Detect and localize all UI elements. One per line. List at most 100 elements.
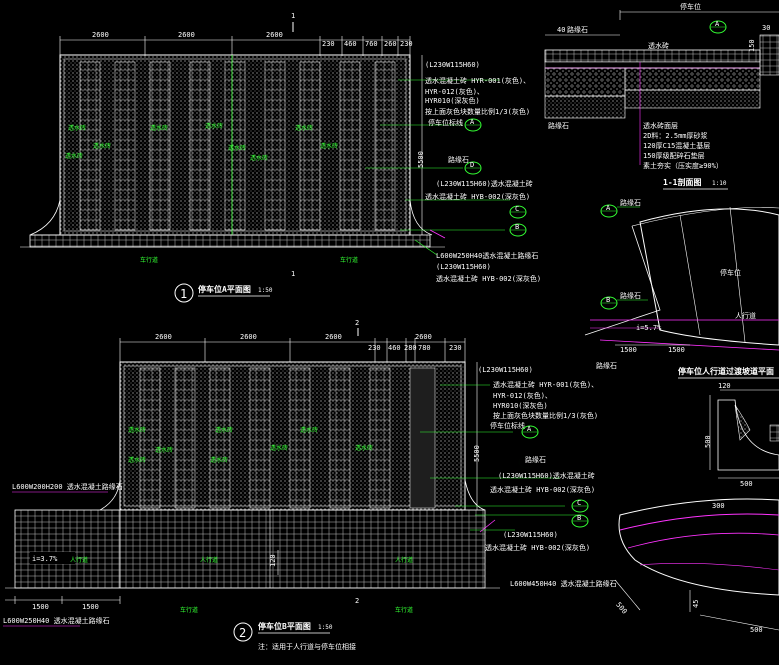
- sec-label: 路缘石: [567, 25, 588, 34]
- svg-text:透水砖: 透水砖: [128, 426, 146, 434]
- dim-top: 2600: [155, 333, 172, 341]
- callout-B: B: [571, 514, 589, 528]
- callout-A: A: [464, 118, 482, 132]
- ground-label: 车行道: [180, 606, 198, 614]
- sec-top-label: 停车位: [680, 2, 701, 11]
- ramp-label: 停车位: [720, 268, 741, 277]
- dim-top: 460: [344, 40, 357, 48]
- svg-text:透水砖: 透水砖: [270, 444, 288, 452]
- note: 停车位标线: [428, 118, 463, 127]
- note: 透水混凝土砖 HYB-002(深灰色): [436, 274, 541, 283]
- dim-top: 780: [418, 344, 431, 352]
- dim-top: 2600: [415, 333, 432, 341]
- callout-C: C: [509, 205, 527, 219]
- svg-text:透水砖: 透水砖: [210, 456, 228, 464]
- ramp-callout: A: [606, 204, 611, 212]
- curb-dim: 300: [712, 502, 725, 510]
- note: 透水混凝土砖 HYB-002(深灰色): [490, 485, 595, 494]
- sec-dim-right: 150: [748, 39, 756, 52]
- sec-label: 路缘石: [548, 121, 569, 130]
- slope-label: i=3.7%: [32, 555, 58, 563]
- svg-text:C: C: [577, 499, 581, 507]
- curb-detail: 120 500 500 300 500 45 500: [614, 382, 779, 634]
- sec-dim-right: 30: [762, 24, 770, 32]
- sec-layer: 150厚级配碎石垫层: [643, 151, 705, 160]
- note: L600W450H40 透水混凝土路缘石: [510, 579, 617, 588]
- svg-text:透水砖: 透水砖: [93, 142, 111, 150]
- curb-dim: 45: [692, 600, 700, 608]
- note: (L230W115H60): [436, 263, 491, 271]
- dim-top: 2600: [240, 333, 257, 341]
- dim-top: 2600: [92, 31, 109, 39]
- transition-ramp: A 路缘石 停车位 人行道 B 路缘石 i=5.7% 1500 1500 路缘石…: [584, 198, 779, 379]
- svg-text:透水砖: 透水砖: [300, 426, 318, 434]
- section-mark-2-top: 2: [355, 319, 359, 327]
- dim-right: 5500: [417, 151, 425, 168]
- svg-text:透水砖: 透水砖: [250, 154, 268, 162]
- ramp-dim: 1500: [620, 346, 637, 354]
- curb-dim: 120: [718, 382, 731, 390]
- note: (L230W115H60): [478, 366, 533, 374]
- svg-text:D: D: [470, 161, 474, 169]
- note: (L230W115H60)透水混凝土砖: [436, 179, 533, 188]
- walk-label: 人行道: [200, 556, 218, 564]
- curb-dim: 500: [740, 480, 753, 488]
- dim-step: 120: [269, 554, 277, 567]
- svg-text:透水砖: 透水砖: [150, 124, 168, 132]
- sec-scale: 1:10: [712, 180, 727, 187]
- dim-top: 2600: [178, 31, 195, 39]
- dim-top: 460: [388, 344, 401, 352]
- dim-top: 230: [449, 344, 462, 352]
- plan1-title: 停车位A平面图: [198, 284, 251, 294]
- note: (L230W115H60): [425, 61, 480, 69]
- note: 透水混凝土砖 HYR-001(灰色)、: [493, 380, 598, 389]
- plan2-footnote: 注：适用于人行道与停车位相接: [258, 642, 356, 651]
- ramp-callout: B: [606, 296, 610, 304]
- dim-top: 230: [400, 40, 413, 48]
- note: 透水混凝土砖 HYR-001(灰色)、: [425, 76, 530, 85]
- callout-C: C: [571, 499, 589, 513]
- svg-text:A: A: [470, 118, 475, 126]
- svg-text:透水砖: 透水砖: [65, 152, 83, 160]
- note: 透水混凝土砖 HYB-002(深灰色): [425, 192, 530, 201]
- dim-top: 2600: [266, 31, 283, 39]
- svg-text:透水砖: 透水砖: [228, 144, 246, 152]
- plan-2: 2 2 2600 2600 2600 230 460 280 780 230 2…: [3, 319, 617, 651]
- callout-A: A: [521, 425, 539, 439]
- dim-bottom: 1500: [82, 603, 99, 611]
- svg-text:B: B: [515, 223, 519, 231]
- note: HYR010(深灰色): [425, 96, 480, 105]
- svg-text:B: B: [577, 514, 581, 522]
- note: L600W250H40透水混凝土路缘石: [436, 251, 538, 260]
- ramp-note: 路缘石: [596, 361, 617, 370]
- walk-label: 人行道: [70, 556, 88, 564]
- note: 路缘石: [448, 155, 469, 164]
- svg-text:透水砖: 透水砖: [320, 142, 338, 150]
- note: 按上面灰色块数量比例1/3(灰色): [425, 107, 530, 116]
- svg-text:透水砖: 透水砖: [68, 124, 86, 132]
- svg-text:透水砖: 透水砖: [205, 122, 223, 130]
- note: HYR-012(灰色)、: [425, 87, 484, 96]
- svg-text:透水砖: 透水砖: [155, 446, 173, 454]
- svg-text:透水砖: 透水砖: [295, 124, 313, 132]
- ramp-label: 人行道: [735, 311, 756, 320]
- section-mark-2-bottom: 2: [355, 597, 359, 605]
- plan-1: 1 1 2600 2600 2600 230 460 760 260 230: [20, 12, 541, 303]
- plan1-scale: 1:50: [258, 287, 273, 294]
- ramp-note: 路缘石: [620, 198, 641, 207]
- sec-callout: A: [715, 20, 720, 28]
- dim-top: 230: [368, 344, 381, 352]
- note: HYR010(深灰色): [493, 401, 548, 410]
- svg-text:透水砖: 透水砖: [128, 456, 146, 464]
- note: (L230W115H60): [503, 531, 558, 539]
- ground-label: 车行道: [140, 256, 158, 264]
- left-note: L600W200H200 透水混凝土路缘石: [12, 482, 123, 491]
- ramp-dim: 1500: [668, 346, 685, 354]
- note: 停车位标线: [490, 421, 525, 430]
- plan2-scale: 1:50: [318, 624, 333, 631]
- dim-top: 230: [322, 40, 335, 48]
- walk-label: 人行道: [395, 556, 413, 564]
- dim-top: 760: [365, 40, 378, 48]
- title-number: 2: [239, 626, 246, 640]
